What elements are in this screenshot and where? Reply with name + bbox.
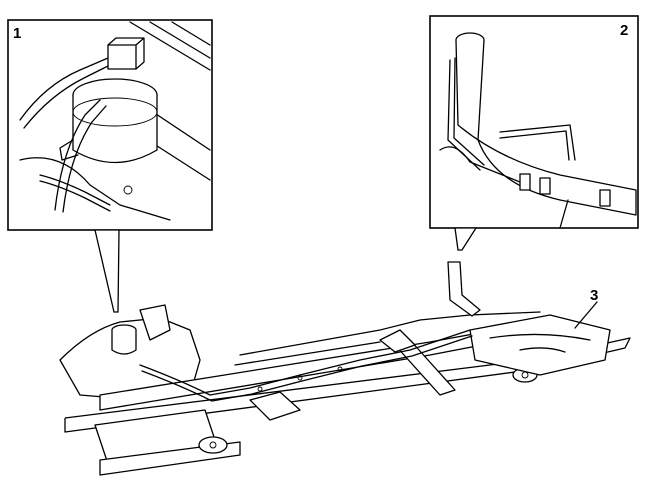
- chassis-fuel-filter: [111, 324, 137, 355]
- chassis-frame: [59, 304, 631, 476]
- callout-label-2: 2: [620, 22, 628, 39]
- callout-3: 3: [574, 287, 598, 329]
- inset-1-leader: [94, 229, 120, 313]
- inset-2-leader: [454, 227, 478, 251]
- inset-1-filter-detail: 1: [7, 19, 213, 313]
- fuel-tank: [469, 314, 611, 376]
- fuel-lines: [139, 329, 473, 402]
- chassis-filler-pipe: [447, 261, 481, 317]
- inset-2-filler-detail: 2: [429, 15, 639, 251]
- callout-label-3: 3: [590, 287, 598, 304]
- callout-label-1: 1: [13, 25, 21, 42]
